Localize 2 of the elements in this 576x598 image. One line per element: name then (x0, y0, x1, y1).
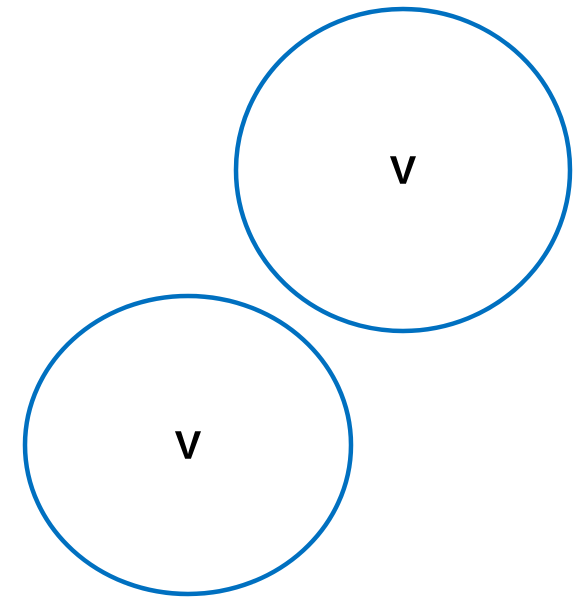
circle-node: V (234, 6, 572, 334)
circle-node: V (22, 294, 354, 596)
